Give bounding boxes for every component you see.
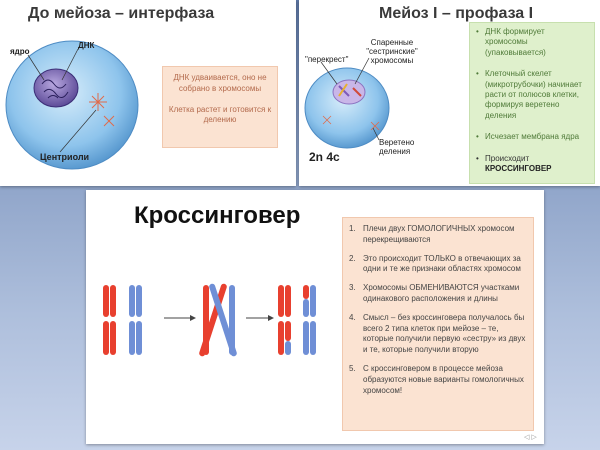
- prophase-bullet: • Клеточный скелет (микротрубочки) начин…: [476, 69, 582, 120]
- prophase-nucleus: [332, 79, 366, 105]
- crossover-points: 1.Плечи двух ГОМОЛОГИЧНЫХ хромосом перек…: [342, 217, 534, 431]
- prophase-bullets: • ДНК формирует хромосомы (упаковывается…: [469, 22, 595, 184]
- dna-strands: [41, 79, 69, 99]
- interphase-cell: [5, 40, 139, 170]
- centriole-marks: [89, 93, 115, 127]
- interphase-nucleus: [33, 68, 79, 108]
- crossover-point: 1.Плечи двух ГОМОЛОГИЧНЫХ хромосом перек…: [349, 224, 515, 244]
- slide-nav-icon[interactable]: ◁ ▷: [524, 434, 537, 441]
- prophase-bullet: • Происходит КРОССИНГОВЕР: [476, 153, 552, 173]
- label-centrioles: Центриоли: [40, 152, 90, 162]
- label-paired-chromosomes: Спаренные "сестринские" хромосомы: [366, 38, 418, 66]
- interphase-note-2: Клетка растет и готовится к делению: [168, 104, 272, 125]
- prophase-bullet: • Исчезает мембрана ядра: [476, 132, 580, 142]
- crossover-point: 2.Это происходит ТОЛЬКО в отвечающих за …: [349, 253, 521, 274]
- prophase-title: Мейоз I – профаза I: [379, 5, 534, 22]
- label-spindle: Веретено деления: [379, 138, 415, 157]
- crossover-title: Кроссинговер: [134, 202, 301, 229]
- after-chromosomes: [278, 285, 316, 355]
- label-ploidy: 2n 4c: [309, 150, 340, 164]
- interphase-title: До мейоза – интерфаза: [28, 5, 215, 22]
- label-nucleus: ядро: [10, 47, 30, 56]
- before-chromosomes: [103, 285, 142, 355]
- arrow-1: [164, 315, 196, 321]
- prophase-bullet: • ДНК формирует хромосомы (упаковывается…: [476, 27, 546, 57]
- label-dna: ДНК: [78, 41, 95, 50]
- interphase-note-1: ДНК удваивается, оно не собрано в хромос…: [173, 73, 267, 93]
- crossing-chromosomes: [199, 283, 237, 357]
- crossover-point: 4.Смысл – без кроссинговера получалось б…: [349, 312, 526, 355]
- crossover-point: 3.Хромосомы ОБМЕНИВАЮТСЯ участками одина…: [349, 283, 520, 303]
- prophase-cell: [304, 67, 390, 149]
- slide-crossover: Кроссинговер: [86, 190, 544, 444]
- spindle-marks: [322, 115, 380, 131]
- slide-prophase: Мейоз I – профаза I "перекрест" Спаренны…: [299, 0, 600, 186]
- prophase-chromosomes: [338, 83, 362, 97]
- interphase-cell-illustration: [5, 40, 139, 170]
- prophase-cell-illustration: [304, 57, 390, 149]
- crossover-diagram: [103, 283, 316, 357]
- slide-interphase: До мейоза – интерфаза ядр: [0, 0, 296, 186]
- arrow-2: [246, 315, 274, 321]
- interphase-note: ДНК удваивается, оно не собрано в хромос…: [162, 66, 278, 148]
- crossover-point: 5.С кроссинговером в процессе мейоза обр…: [349, 363, 524, 395]
- label-crossover: "перекрест": [305, 55, 349, 64]
